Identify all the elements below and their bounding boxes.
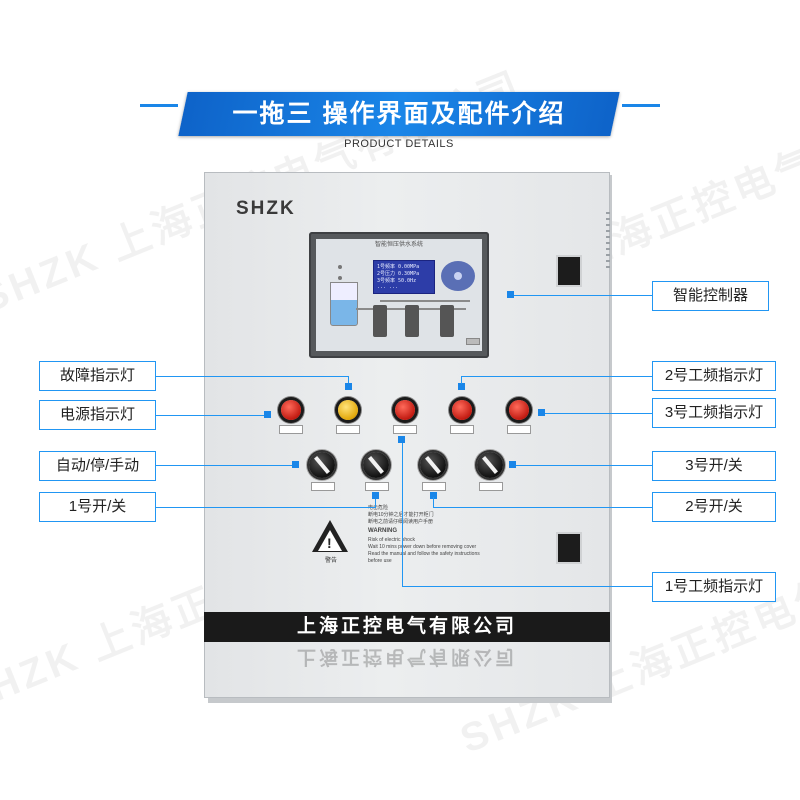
- freq-indicator-3-light: [509, 400, 529, 420]
- callout-dot-freq3: [538, 409, 545, 416]
- callout-line-freq3: [545, 413, 652, 414]
- door-lock-bottom[interactable]: [556, 532, 582, 564]
- water-tank-icon: [330, 282, 358, 326]
- callout-freq-light-1: 1号工频指示灯: [652, 572, 776, 602]
- pump-1-switch-plate: [365, 482, 389, 491]
- hmi-status-dot-1: [338, 265, 342, 269]
- callout-dot-freq2: [458, 383, 465, 390]
- header-deco-left: [140, 104, 178, 107]
- callout-freq-light-2: 2号工频指示灯: [652, 361, 776, 391]
- callout-power-light: 电源指示灯: [39, 400, 156, 430]
- warning-en-1: Risk of electric shock: [368, 537, 415, 543]
- auto-switch-plate: [311, 482, 335, 491]
- hmi-title: 智能恒压供水系统: [374, 242, 423, 248]
- auto-stop-manual-switch[interactable]: [309, 452, 335, 478]
- fault-indicator-light: [338, 400, 358, 420]
- callout-line-switch3: [516, 465, 652, 466]
- brand-logo: SHZK: [236, 198, 296, 219]
- lcd-line-2: 2号压力 0.30MPa: [377, 271, 420, 277]
- pump-1-icon: [373, 305, 387, 337]
- hmi-pipe-top: [380, 300, 470, 302]
- fault-indicator-plate: [336, 425, 360, 434]
- callout-switch-1: 1号开/关: [39, 492, 156, 522]
- power-indicator-plate: [279, 425, 303, 434]
- hmi-small-button[interactable]: [466, 338, 480, 345]
- warning-en-2: Wait 10 mins power down before removing …: [368, 544, 477, 550]
- lcd-line-3: 3号频率 50.0Hz: [377, 278, 417, 284]
- power-indicator-light: [281, 400, 301, 420]
- lcd-line-4: ... ...: [377, 284, 399, 290]
- header-deco-right: [622, 104, 660, 107]
- callout-line-power: [156, 415, 264, 416]
- company-name-bar: 上海正控电气有限公司: [204, 612, 610, 642]
- warning-header: WARNING: [368, 528, 397, 534]
- callout-line-auto: [156, 465, 292, 466]
- warning-cn-2: 断电10分钟之后才能打开柜门: [368, 512, 434, 518]
- callout-dot-controller: [507, 291, 514, 298]
- callout-fault-light: 故障指示灯: [39, 361, 156, 391]
- warning-en-4: before use: [368, 558, 392, 564]
- callout-dot-auto: [292, 461, 299, 468]
- callout-freq-light-3: 3号工频指示灯: [652, 398, 776, 428]
- hmi-status-dot-2: [338, 276, 342, 280]
- callout-line-switch2: [433, 507, 652, 508]
- callout-switch-3: 3号开/关: [652, 451, 776, 481]
- callout-line-freq2: [461, 376, 652, 377]
- lcd-line-1: 1号频率 0.00MPa: [377, 264, 420, 270]
- pump-2-switch-plate: [422, 482, 446, 491]
- pump-3-switch-plate: [479, 482, 503, 491]
- switch-handle: [425, 456, 441, 474]
- warning-icon-inner: [318, 530, 342, 551]
- callout-vline-switch2: [433, 497, 434, 507]
- callout-dot-switch3: [509, 461, 516, 468]
- switch-handle: [368, 456, 384, 474]
- freq-indicator-3-plate: [507, 425, 531, 434]
- callout-line-controller: [514, 295, 652, 296]
- callout-line-freq1: [402, 586, 652, 587]
- callout-vline-freq2: [461, 376, 462, 384]
- switch-handle: [482, 456, 498, 474]
- warning-cn-3: 断电之前请仔细阅读用户手册: [368, 519, 434, 525]
- callout-switch-2: 2号开/关: [652, 492, 776, 522]
- company-name-reflection: 上海正控电气有限公司: [296, 646, 517, 667]
- hmi-keypad[interactable]: [441, 261, 475, 291]
- callout-vline-freq1: [402, 443, 403, 587]
- callout-dot-switch2: [430, 492, 437, 499]
- switch-handle: [314, 456, 330, 474]
- hmi-lcd-display: 1号频率 0.00MPa 2号压力 0.30MPa 3号频率 50.0Hz ..…: [373, 260, 435, 294]
- freq-indicator-1-light: [395, 400, 415, 420]
- warning-cn-1: 电击危险: [368, 505, 389, 511]
- freq-indicator-1-plate: [393, 425, 417, 434]
- callout-line-fault: [156, 376, 349, 377]
- pump-3-icon: [440, 305, 454, 337]
- pump-2-switch[interactable]: [420, 452, 446, 478]
- callout-dot-switch1: [372, 492, 379, 499]
- callout-dot-power: [264, 411, 271, 418]
- callout-vline-fault: [348, 376, 349, 384]
- warning-title: 警告: [324, 558, 337, 564]
- callout-dot-freq1: [398, 436, 405, 443]
- warning-exclamation-icon: !: [327, 535, 332, 551]
- page-title: 一拖三 操作界面及配件介绍: [232, 100, 566, 128]
- page-subtitle: PRODUCT DETAILS: [344, 138, 454, 150]
- callout-dot-fault: [345, 383, 352, 390]
- callout-auto-stop-manual: 自动/停/手动: [39, 451, 156, 481]
- callout-controller: 智能控制器: [652, 281, 769, 311]
- callout-line-switch1: [156, 507, 376, 508]
- pump-1-switch[interactable]: [363, 452, 389, 478]
- pump-2-icon: [405, 305, 419, 337]
- pump-3-switch[interactable]: [477, 452, 503, 478]
- door-lock-top[interactable]: [556, 255, 582, 287]
- freq-indicator-2-plate: [450, 425, 474, 434]
- callout-vline-switch1: [375, 497, 376, 507]
- freq-indicator-2-light: [452, 400, 472, 420]
- warning-en-3: Read the manual and follow the safety in…: [368, 551, 480, 557]
- cabinet-vents: [606, 212, 610, 272]
- keypad-center-icon: [454, 272, 462, 280]
